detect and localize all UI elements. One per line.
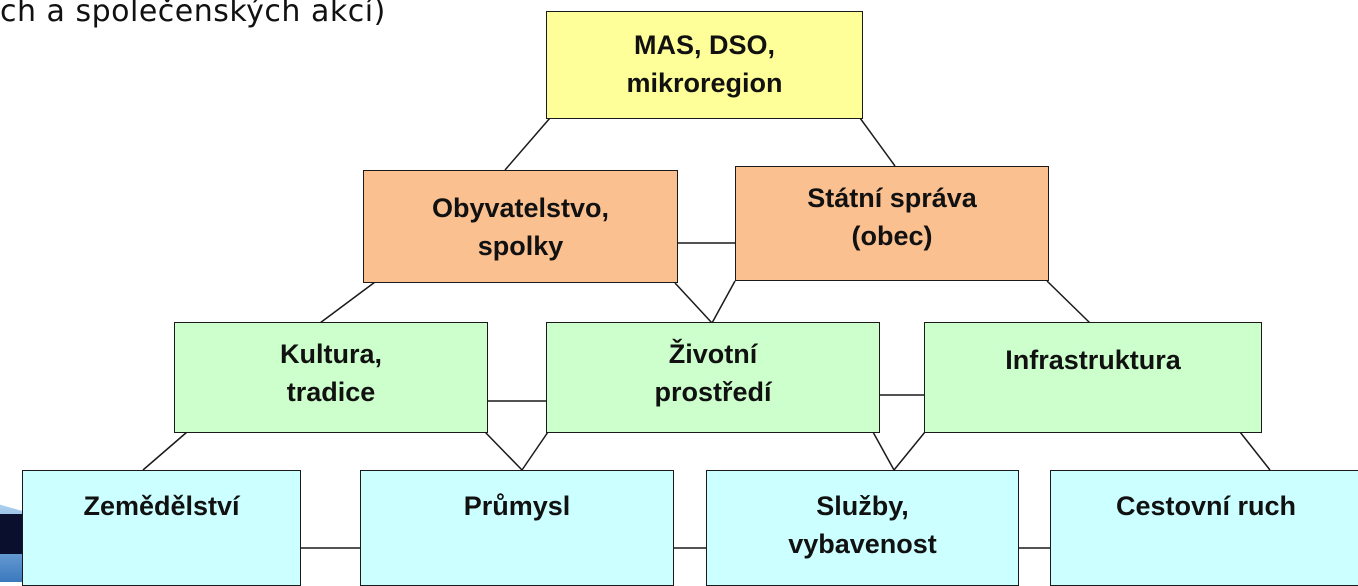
- connector-statni-infrastruktura: [1046, 280, 1091, 324]
- connector-infrastruktura-cestovni: [1239, 431, 1271, 471]
- node-zivotni-prostredi: Životní prostředí: [546, 322, 880, 433]
- node-label: Obyvatelstvo, spolky: [431, 193, 610, 261]
- node-label: Zemědělství: [83, 491, 240, 521]
- node-kultura-tradice: Kultura, tradice: [174, 322, 488, 433]
- connector-obyvatelstvo-zivotni: [674, 282, 713, 324]
- connector-zivotni-sluzby: [872, 431, 895, 471]
- node-label: Státní správa (obec): [807, 183, 977, 251]
- connector-zivotni-prumysl: [521, 431, 549, 471]
- node-zemedelstvi: Zemědělství: [22, 470, 301, 586]
- node-sluzby-vybavenost: Služby, vybavenost: [706, 470, 1019, 586]
- top-text-fragment: ch a společenských akcí): [0, 0, 386, 29]
- node-obyvatelstvo-spolky: Obyvatelstvo, spolky: [363, 170, 678, 283]
- node-label: Služby, vybavenost: [788, 491, 937, 559]
- connector-obyvatelstvo-kultura: [319, 281, 376, 324]
- node-mas-dso-mikroregion: MAS, DSO, mikroregion: [546, 11, 863, 119]
- connector-mas-obyvatelstvo: [504, 117, 551, 171]
- node-cestovni-ruch: Cestovní ruch: [1050, 470, 1358, 586]
- node-statni-sprava: Státní správa (obec): [735, 166, 1049, 281]
- connector-kultura-prumysl: [484, 431, 523, 471]
- node-infrastruktura: Infrastruktura: [924, 322, 1262, 433]
- connector-kultura-zemedelstvi: [142, 431, 188, 471]
- node-label: Cestovní ruch: [1115, 491, 1297, 521]
- node-label: Kultura, tradice: [279, 339, 382, 407]
- node-label: Průmysl: [463, 491, 571, 521]
- node-label: Infrastruktura: [1005, 345, 1181, 375]
- connector-mas-statni: [859, 117, 896, 167]
- node-label: MAS, DSO, mikroregion: [626, 30, 783, 98]
- connector-infrastruktura-sluzby: [893, 431, 926, 471]
- connector-statni-zivotni: [711, 280, 736, 324]
- node-label: Životní prostředí: [654, 339, 772, 407]
- node-prumysl: Průmysl: [360, 470, 674, 586]
